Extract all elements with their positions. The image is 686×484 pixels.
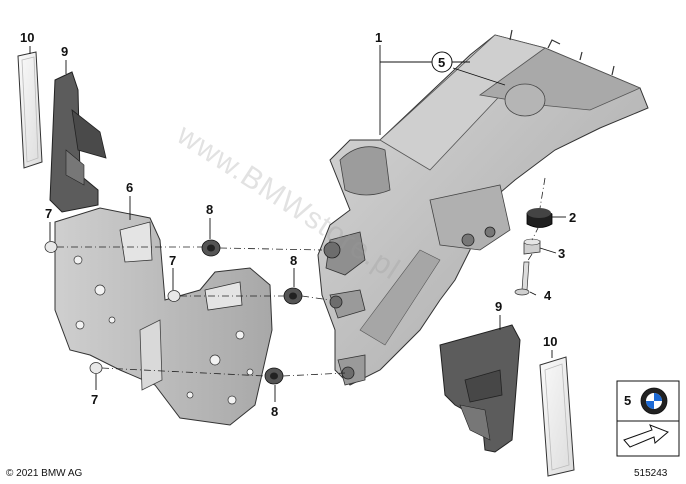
arrow-icon (623, 424, 669, 448)
bmw-roundel-icon (640, 387, 668, 415)
spacer-bushing (523, 238, 541, 255)
callout-3: 3 (558, 246, 565, 261)
reflector-bracket-left (49, 71, 107, 213)
assembly-lines (57, 177, 546, 377)
nut-middle (283, 287, 303, 305)
rubber-grommet (526, 208, 553, 228)
callout-7-bottom: 7 (91, 392, 98, 407)
nut-bottom (264, 367, 284, 385)
callout-7-middle: 7 (169, 253, 176, 268)
callout-2: 2 (569, 210, 576, 225)
callout-10-left: 10 (20, 30, 34, 45)
nut-top (201, 239, 221, 257)
screw-middle (167, 290, 181, 302)
reflector-bracket-right (439, 324, 521, 453)
callout-9-left: 9 (61, 44, 68, 59)
callout-1: 1 (375, 30, 382, 45)
callout-8-middle: 8 (290, 253, 297, 268)
carrier-arm (317, 29, 649, 386)
leader-lines (29, 45, 566, 402)
callout-5: 5 (438, 55, 445, 70)
callout-8-top: 8 (206, 202, 213, 217)
diagram-number: 515243 (634, 468, 668, 479)
copyright: © 2021 BMW AG (6, 468, 83, 479)
screw-top (44, 241, 58, 253)
reflector-right (539, 356, 575, 477)
callout-7-top: 7 (45, 206, 52, 221)
callout-10-right: 10 (543, 334, 557, 349)
callout-6: 6 (126, 180, 133, 195)
bolt (514, 261, 530, 296)
callout-4: 4 (544, 288, 552, 303)
callout-8-bottom: 8 (271, 404, 278, 419)
screw-bottom (89, 362, 103, 374)
reflector-left (17, 51, 43, 169)
callout-5-circle (431, 51, 453, 73)
callout-9-right: 9 (495, 299, 502, 314)
legend-box: 5 (616, 380, 680, 457)
legend-callout-5: 5 (624, 393, 631, 408)
license-plate-holder (54, 207, 273, 426)
